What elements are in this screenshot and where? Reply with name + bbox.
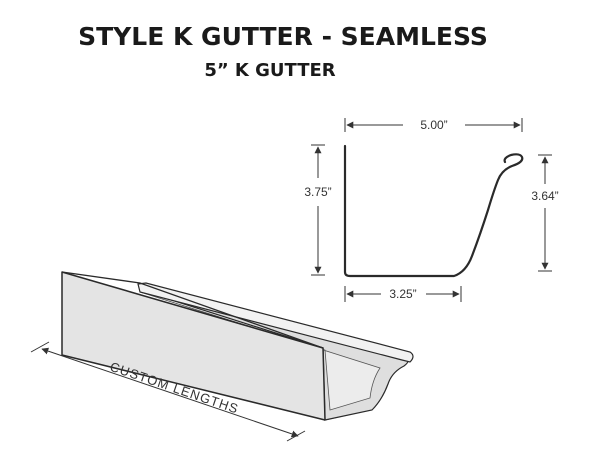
dimension-label-bottom: 3.25”	[389, 287, 416, 301]
dimension-top-width: 5.00”	[344, 118, 523, 132]
gutter-profile	[343, 144, 524, 278]
dimension-bottom-width: 3.25”	[344, 286, 462, 302]
gutter-top-bead	[137, 282, 414, 363]
gutter-back-wall-top	[61, 271, 324, 349]
page-title: STYLE K GUTTER - SEAMLESS	[78, 22, 488, 51]
dimension-label-right: 3.64”	[531, 189, 558, 203]
dimension-left-height: 3.75”	[304, 144, 332, 276]
dimension-label-top: 5.00”	[420, 118, 447, 132]
profile-outline	[343, 144, 524, 278]
dimension-label-left: 3.75”	[304, 185, 331, 199]
gutter-inner-channel	[139, 291, 381, 411]
page-subtitle: 5” K GUTTER	[204, 60, 335, 81]
dimension-right-height: 3.64”	[531, 154, 559, 272]
